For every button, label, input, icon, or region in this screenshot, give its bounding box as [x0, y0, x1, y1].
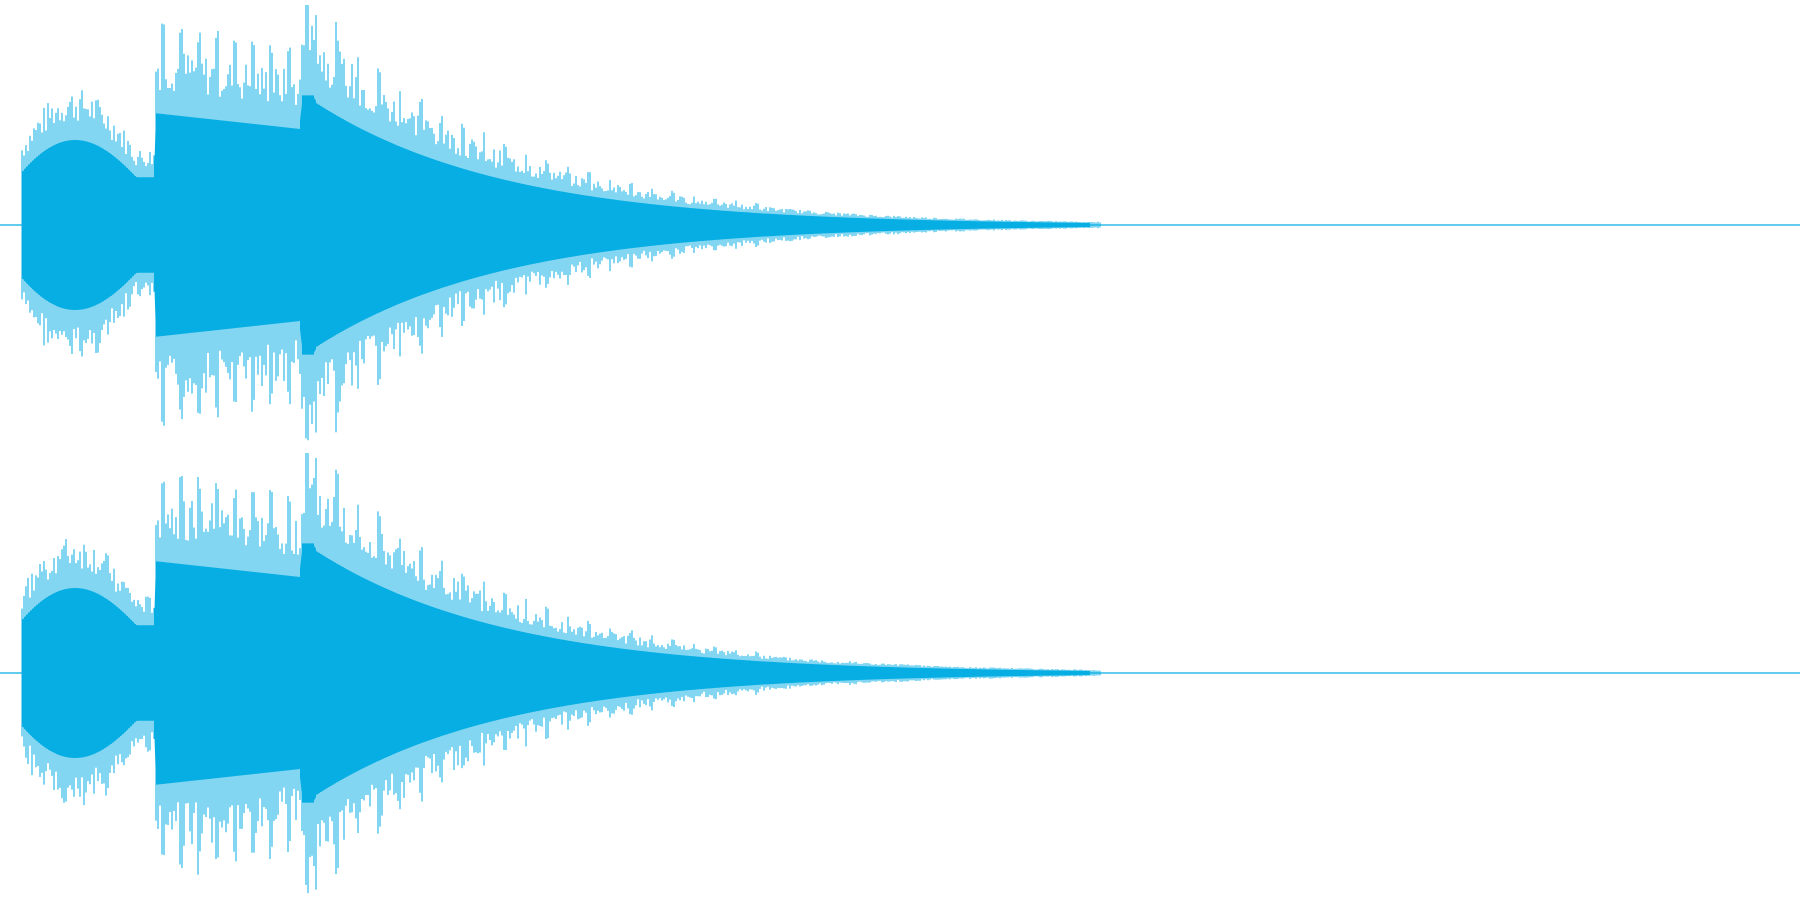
- waveform-channel-right: [0, 453, 1800, 894]
- waveform-channel-left: [0, 5, 1800, 441]
